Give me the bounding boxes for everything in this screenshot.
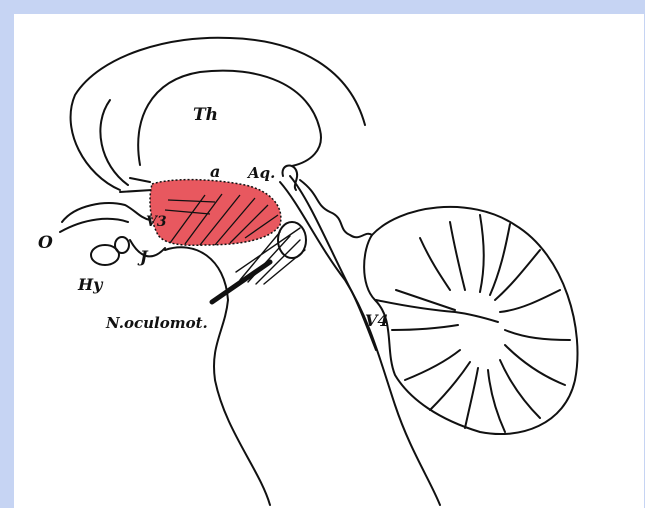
corpus-callosum-inner — [100, 100, 128, 185]
highlighted-region — [150, 180, 281, 246]
fornix-line — [120, 178, 152, 192]
label-o: O — [38, 233, 53, 253]
label-th: Th — [193, 105, 218, 125]
thalamus-outline — [138, 71, 321, 166]
label-v4: V4 — [365, 311, 389, 330]
brainstem-anterior — [165, 247, 270, 505]
cerebellar-folia — [392, 215, 570, 432]
label-a: a — [210, 162, 220, 181]
label-j: J — [137, 247, 149, 266]
label-aq: Aq. — [246, 164, 275, 182]
optic-lower-line — [60, 219, 128, 232]
label-hy: Hy — [77, 275, 104, 294]
hypophysis-stalk — [115, 237, 129, 253]
label-n-oculomot: N.oculomot. — [105, 314, 208, 332]
label-v3: V3 — [146, 214, 167, 230]
